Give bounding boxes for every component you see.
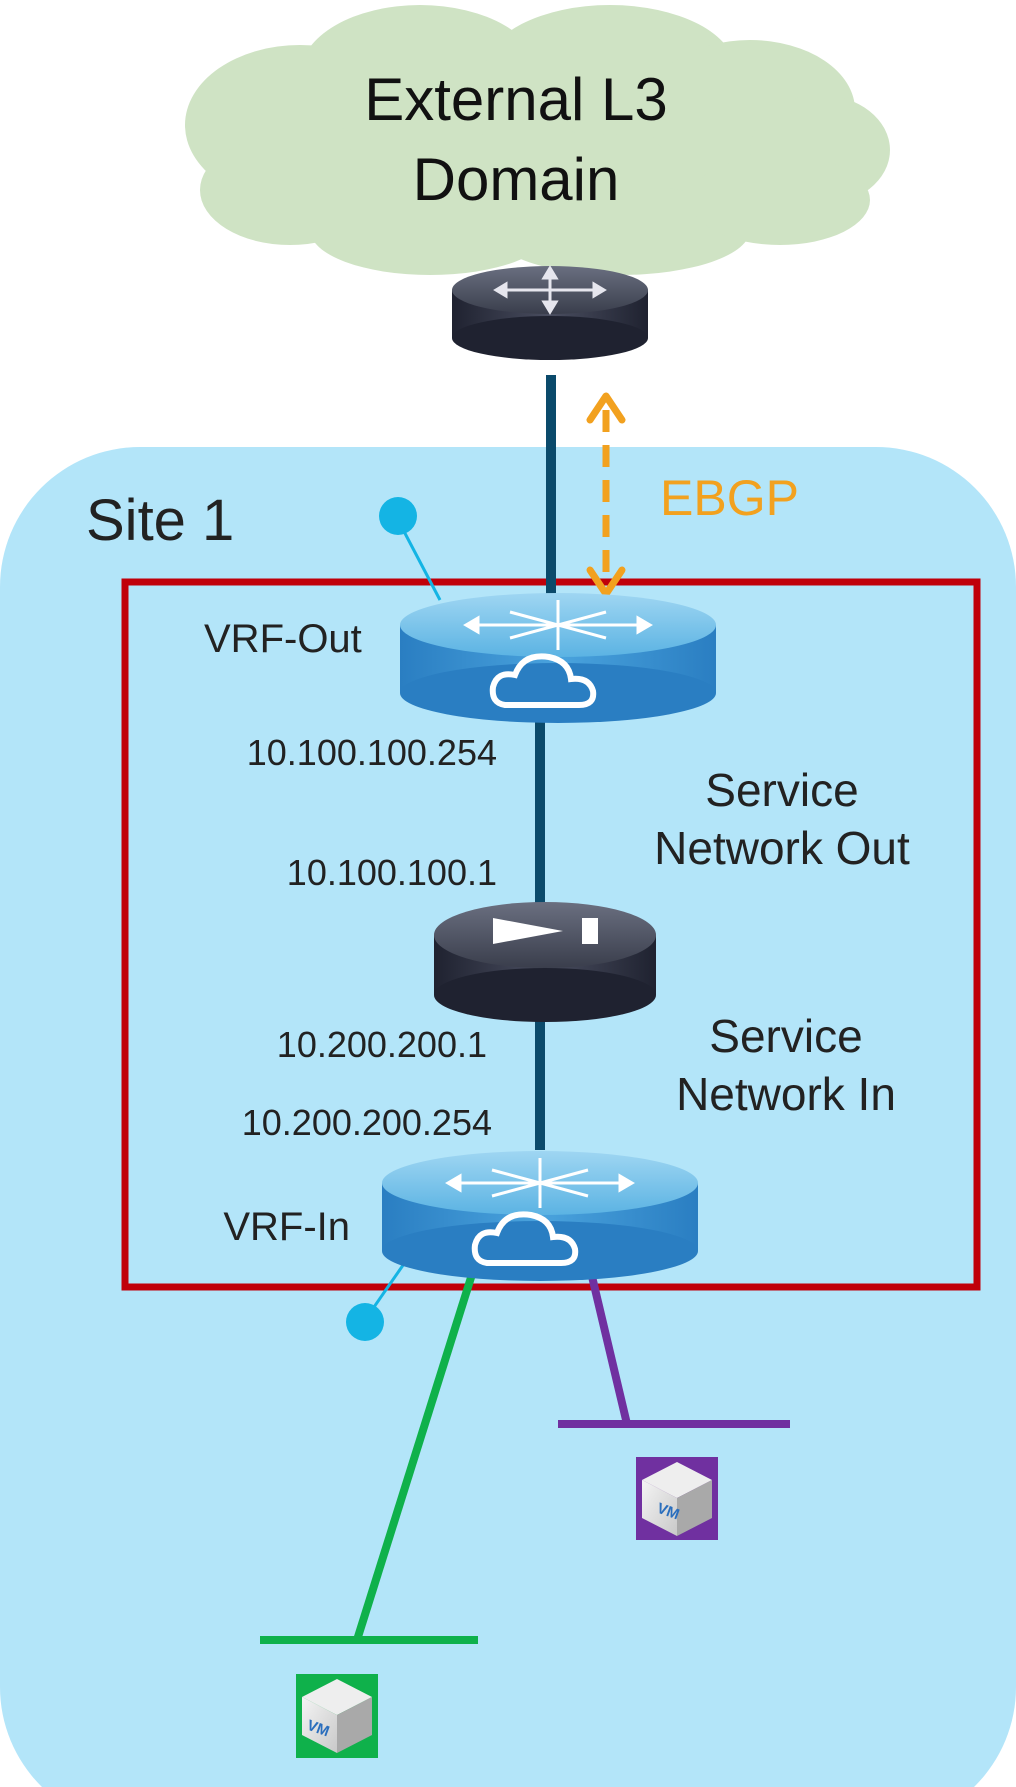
firewall-ip-in: 10.200.200.1 xyxy=(277,1024,487,1065)
service-node-icon xyxy=(434,902,656,1022)
ebgp-label: EBGP xyxy=(660,470,799,526)
site-label: Site 1 xyxy=(86,488,234,553)
vrf-in-ip: 10.200.200.254 xyxy=(242,1102,492,1143)
vrf-out-label: VRF-Out xyxy=(204,617,362,661)
vrf-out-router-icon xyxy=(400,593,716,723)
purple-network xyxy=(558,1267,790,1428)
vm-purple-label: VM xyxy=(655,1500,682,1524)
vrf-out-ip: 10.100.100.254 xyxy=(247,732,497,773)
green-network xyxy=(260,1266,478,1644)
cloud-title-line1: External L3 xyxy=(364,66,668,133)
ebgp-peering: EBGP xyxy=(586,392,799,598)
pin-vrf-in xyxy=(346,1257,410,1341)
service-out-line2: Network Out xyxy=(654,822,910,874)
service-out-line1: Service xyxy=(705,764,858,816)
pin-vrf-out xyxy=(379,497,442,601)
site-area xyxy=(0,447,1016,1787)
vm-green-icon: VM xyxy=(296,1674,378,1758)
vrf-in-router-icon xyxy=(382,1151,698,1281)
external-router-icon xyxy=(452,265,648,360)
service-in-line2: Network In xyxy=(676,1068,896,1120)
cloud-title-line2: Domain xyxy=(413,146,620,213)
vrf-in-label: VRF-In xyxy=(223,1205,350,1249)
external-cloud: External L3 Domain xyxy=(185,5,890,275)
vm-purple-icon: VM xyxy=(636,1457,718,1540)
firewall-ip-out: 10.100.100.1 xyxy=(287,852,497,893)
service-in-line1: Service xyxy=(709,1010,862,1062)
vm-green-label: VM xyxy=(305,1717,332,1741)
